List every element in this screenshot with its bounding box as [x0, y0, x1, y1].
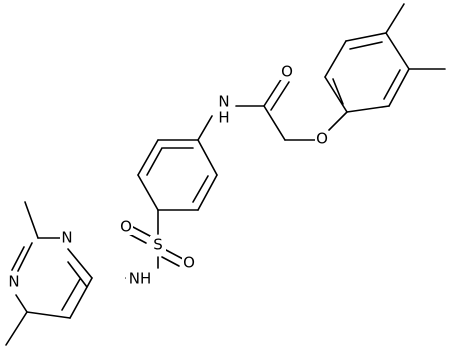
bond — [345, 32, 387, 42]
atom-label: O — [183, 254, 195, 272]
bond — [388, 68, 410, 107]
bond — [128, 233, 147, 244]
bond — [263, 105, 286, 141]
bond — [137, 139, 159, 176]
bond — [192, 175, 209, 203]
bond — [24, 201, 39, 239]
atom-label: O — [120, 218, 132, 236]
bond — [324, 40, 347, 78]
bond — [270, 81, 290, 111]
atom-labels: O O N H S O O NH N — [7, 63, 329, 291]
atom-label: N — [61, 229, 72, 247]
bond — [197, 115, 213, 141]
bond — [197, 174, 218, 211]
atom-n-pyrimidine-upper: N — [60, 229, 74, 247]
atom-o-carbonyl: O — [280, 63, 294, 81]
atom-o-sulfonyl-left: O — [119, 218, 133, 236]
bond — [324, 76, 348, 113]
bond — [146, 147, 163, 176]
bond — [161, 256, 180, 267]
bond — [11, 246, 25, 271]
bond — [385, 32, 410, 70]
bond — [346, 105, 390, 113]
atom-nh-sulfonamide: NH — [126, 270, 154, 288]
bond — [17, 242, 33, 272]
atom-label: NH — [129, 270, 152, 288]
bond — [5, 311, 28, 346]
bond — [67, 261, 88, 288]
bond — [383, 69, 401, 100]
atom-label: N — [8, 273, 19, 291]
bonds — [5, 3, 446, 346]
bond — [197, 139, 218, 176]
bond — [165, 249, 184, 260]
bond — [385, 3, 405, 34]
atom-label: N — [218, 93, 229, 111]
bond — [69, 277, 93, 319]
atom-s-sulfonyl: S — [150, 236, 166, 254]
bond — [328, 111, 348, 131]
atom-o-ether: O — [315, 130, 329, 148]
atom-n-pyrimidine-lower: N — [7, 273, 21, 291]
bond — [15, 294, 28, 313]
bond — [263, 77, 283, 107]
atom-label: H — [218, 109, 229, 127]
bond — [67, 248, 93, 279]
atom-label: O — [316, 130, 328, 148]
bond — [26, 311, 71, 319]
atom-o-sulfonyl-right: O — [182, 254, 196, 272]
bond — [137, 174, 159, 211]
atom-label: S — [153, 236, 163, 254]
bond — [349, 41, 383, 50]
bond — [61, 278, 81, 311]
atom-label: O — [281, 63, 293, 81]
atom-nh-amide: N H — [216, 93, 232, 127]
bond — [132, 226, 151, 237]
bond — [332, 78, 344, 105]
